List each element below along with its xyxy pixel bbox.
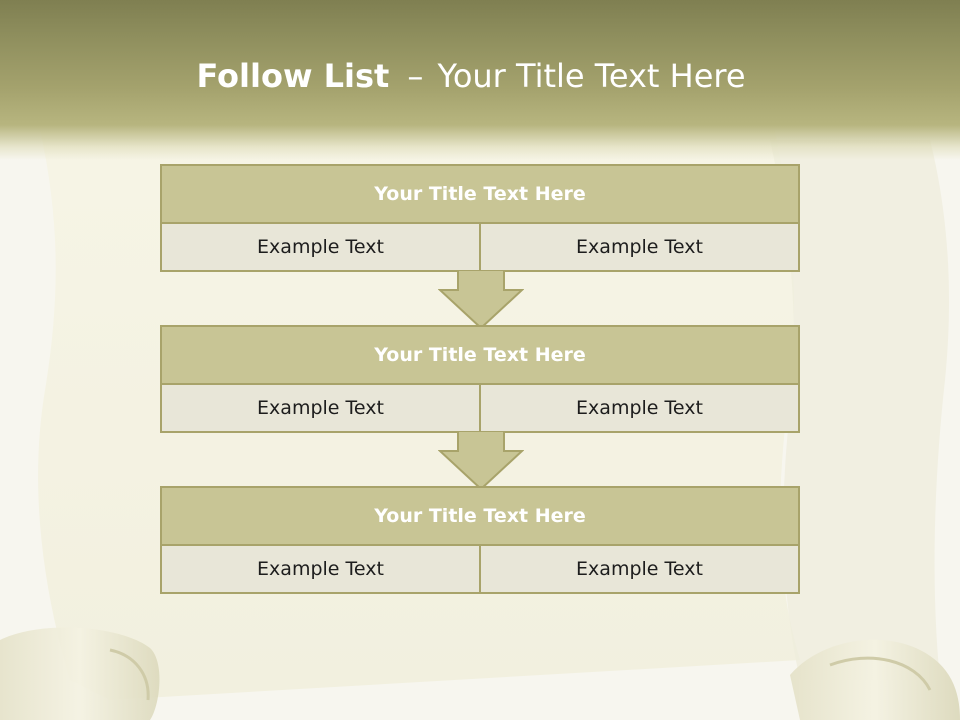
block-cell-right: Example Text: [479, 385, 798, 431]
list-block-1: Your Title Text Here Example Text Exampl…: [160, 164, 800, 272]
block-title: Your Title Text Here: [162, 327, 798, 385]
block-cell-right: Example Text: [479, 224, 798, 270]
block-cell-left: Example Text: [162, 224, 479, 270]
block-cell-left: Example Text: [162, 385, 479, 431]
title-bold: Follow List: [196, 57, 390, 95]
scroll-curl-icon: [0, 627, 160, 720]
scroll-right-edge: [770, 140, 950, 680]
down-arrow-icon: [438, 270, 524, 330]
block-cell-right: Example Text: [479, 546, 798, 592]
slide-title: Follow List– Your Title Text Here: [0, 52, 942, 100]
down-arrow-icon: [438, 431, 524, 491]
scroll-curl-icon: [790, 639, 960, 720]
block-cell-left: Example Text: [162, 546, 479, 592]
title-separator: –: [407, 57, 424, 95]
list-block-2: Your Title Text Here Example Text Exampl…: [160, 325, 800, 433]
block-row: Example Text Example Text: [162, 224, 798, 270]
list-block-3: Your Title Text Here Example Text Exampl…: [160, 486, 800, 594]
block-title: Your Title Text Here: [162, 488, 798, 546]
block-title: Your Title Text Here: [162, 166, 798, 224]
block-row: Example Text Example Text: [162, 546, 798, 592]
header-band: [0, 0, 960, 160]
block-row: Example Text Example Text: [162, 385, 798, 431]
title-rest: Your Title Text Here: [437, 57, 746, 95]
